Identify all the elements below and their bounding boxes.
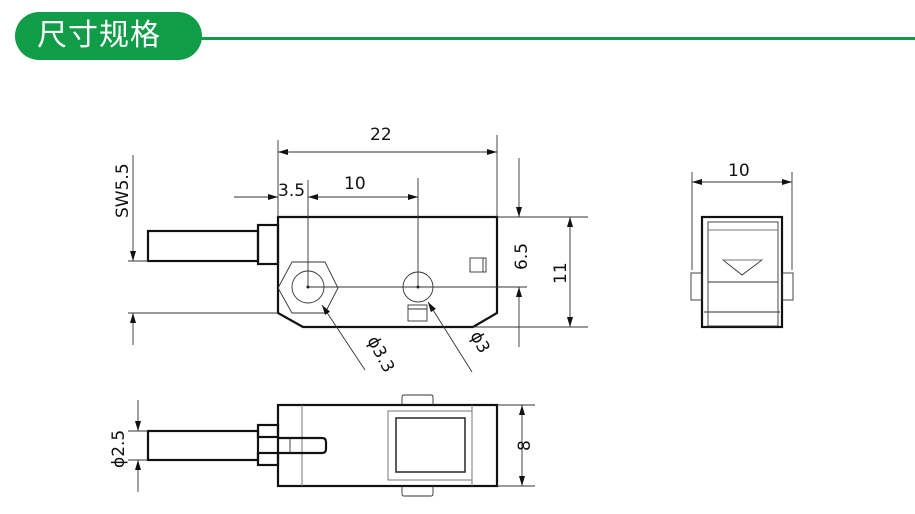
dim-hole2-dia-label: ϕ3 [466,328,494,357]
dim-thickness-label: 8 [515,440,535,451]
cable [146,229,260,263]
header-divider [200,37,915,40]
dim-cable-dia-label: ϕ2.5 [109,430,129,468]
dim-wrench-label: SW5.5 [113,163,133,218]
side-body [700,215,784,329]
dim-hole-spacing-label: 10 [344,174,366,194]
dim-height-label: 11 [551,262,571,284]
dim-hole1-dia-label: ϕ3.3 [363,333,399,376]
cable-gland [256,223,280,266]
sensor-body-outline [276,215,499,329]
dim-width-label: 10 [728,161,750,181]
dim-length-label: 22 [370,125,392,145]
side-view: 10 [690,161,794,329]
front-view: 22 10 3.5 SW5.5 6.5 11 ϕ3.3 ϕ3 [113,125,588,376]
bottom-body [276,403,499,488]
hex-nut [277,261,339,314]
bottom-cable [146,429,260,462]
dim-hole-offset-label: 3.5 [278,181,305,201]
indicator-triangle-icon [721,259,764,276]
section-title: 尺寸规格 [15,12,202,60]
bottom-view: ϕ2.5 8 [109,394,535,497]
dim-hole-height-label: 6.5 [512,243,532,270]
